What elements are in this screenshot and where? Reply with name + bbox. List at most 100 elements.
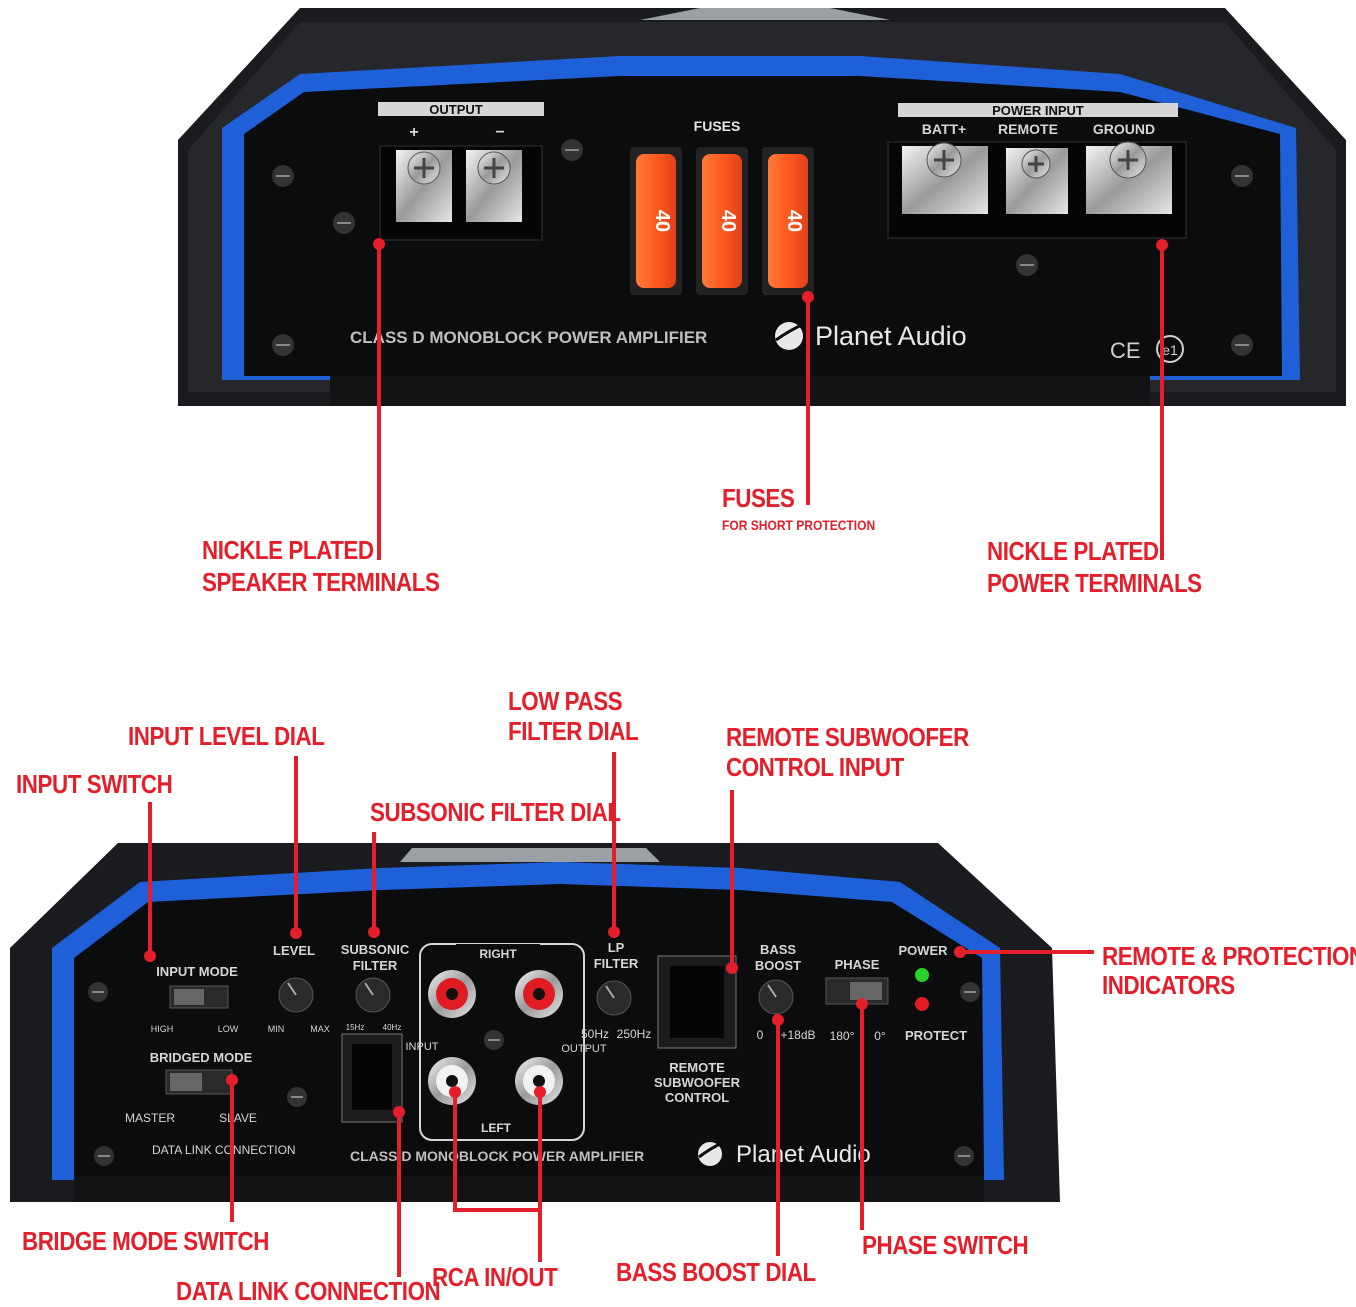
planet-audio-logo-icon [775,322,805,350]
callout-indicators-line2: INDICATORS [1102,970,1235,1000]
positive-terminal-label: + [409,124,418,141]
callout-bass-boost-dial: BASS BOOST DIAL [616,1257,816,1287]
callout-indicators: REMOTE & PROTECTION INDICATORS [1102,942,1356,1000]
callout-fuses-sub: FOR SHORT PROTECTION [722,517,876,533]
power-led-icon [915,968,929,982]
screw-icon [1231,334,1253,356]
model-text: CLASS D MONOBLOCK POWER AMPLIFIER [350,328,707,347]
subsonic-dial-pointer [364,982,374,996]
bottom-amplifier-panel: INPUT MODE HIGH LOW BRIDGED MODE MASTER … [10,843,1060,1202]
subsonic-label-line2: FILTER [353,958,398,973]
screw-icon [1231,165,1253,187]
planet-audio-logo-icon [698,1141,723,1166]
screw-icon [333,212,355,234]
phase-switch-knob[interactable] [850,982,882,1000]
callout-speaker-terminals-line1: NICKLE PLATED [202,535,374,565]
level-min-label: MIN [268,1024,285,1034]
screw-icon [272,334,294,356]
screw-icon [88,982,108,1002]
screw-icon [484,1030,504,1050]
remote-label: REMOTE [998,121,1058,137]
fuse-rating: 40 [651,210,673,232]
brand-name: Planet Audio [815,321,967,351]
callout-dot [608,926,620,938]
callout-bridge-mode-switch: BRIDGE MODE SWITCH [22,1226,269,1256]
callout-subsonic-dial: SUBSONIC FILTER DIAL [370,797,621,827]
fuses-label: FUSES [694,118,741,134]
lp-250-label: 250Hz [617,1027,652,1041]
callout-fuses: FUSES [722,483,795,513]
bottom-model-text: CLASS D MONOBLOCK POWER AMPLIFIER [350,1148,644,1164]
rca-right-label: RIGHT [479,947,517,961]
callout-dot [954,946,966,958]
remote-port-socket [670,966,724,1038]
lp-50-label: 50Hz [581,1027,609,1041]
power-input-label: POWER INPUT [992,103,1084,118]
callout-remote-sub-line1: REMOTE SUBWOOFER [726,722,969,752]
input-high-label: HIGH [151,1024,174,1034]
input-low-label: LOW [218,1024,239,1034]
output-label: OUTPUT [561,1043,607,1055]
callout-dot [368,926,380,938]
remote-port-label-line1: REMOTE [669,1060,725,1075]
screw-icon [1016,254,1038,276]
callout-dot [449,1086,461,1098]
subsonic-15-label: 15Hz [346,1023,365,1032]
ground-label: GROUND [1093,121,1155,137]
callout-input-switch: INPUT SWITCH [16,769,173,799]
callout-input-level-dial: INPUT LEVEL DIAL [128,721,325,751]
slave-label: SLAVE [219,1111,257,1125]
lp-label-line2: FILTER [594,956,639,971]
rca-jack-right-input[interactable] [428,970,476,1018]
phase-180-label: 180° [830,1029,855,1043]
callout-low-pass-line1: LOW PASS [508,686,623,716]
input-mode-switch-knob[interactable] [174,989,204,1005]
subsonic-40-label: 40Hz [383,1023,402,1032]
callout-dot [393,1106,405,1118]
rca-jack-left-output[interactable] [515,1057,563,1105]
phase-0-label: 0° [874,1029,886,1043]
bottom-brand-name: Planet Audio [736,1141,871,1168]
top-callout-lines [373,238,1168,560]
callout-speaker-terminals: NICKLE PLATED SPEAKER TERMINALS [202,534,440,598]
bridged-mode-label: BRIDGED MODE [150,1050,253,1065]
rca-label-gap [456,944,540,962]
rca-left-label: LEFT [481,1121,512,1135]
callout-power-terminals-line1: NICKLE PLATED [987,536,1159,566]
fuse-rating: 40 [783,210,805,232]
batt-label: BATT+ [922,121,966,137]
phase-label: PHASE [835,957,880,972]
speaker-terminal-negative [466,150,522,222]
power-input-label-plate [898,103,1178,117]
level-dial-pointer [287,982,297,996]
callout-remote-sub-line2: CONTROL INPUT [726,752,904,782]
rca-jack-right-output[interactable] [515,970,563,1018]
e1-mark: e1 [1162,342,1178,358]
screw-icon [954,1146,974,1166]
screw-icon [287,1087,307,1107]
bottom-callout-lines [144,752,1094,1277]
callout-low-pass-line2: FILTER DIAL [508,716,639,746]
callout-indicators-line1: REMOTE & PROTECTION [1102,941,1356,971]
callout-low-pass: LOW PASS FILTER DIAL [508,686,639,746]
remote-port-label-line2: SUBWOOFER [654,1075,741,1090]
rca-label-gap [472,1120,522,1136]
fuse-1: 40 [630,147,682,295]
data-link-port-socket [352,1044,392,1110]
screw-icon [960,982,980,1002]
input-label: INPUT [406,1041,439,1053]
callout-power-terminals: NICKLE PLATED POWER TERMINALS [987,535,1202,599]
screw-icon [94,1146,114,1166]
callout-dot [772,1014,784,1026]
protect-label: PROTECT [905,1028,967,1043]
level-max-label: MAX [310,1024,330,1034]
power-terminal-remote [1006,148,1068,214]
rca-jack-left-input[interactable] [428,1057,476,1105]
ce-mark: CE [1110,338,1141,363]
bridge-mode-switch-knob[interactable] [170,1073,202,1091]
remote-port-label-line3: CONTROL [665,1090,729,1105]
subsonic-label-line1: SUBSONIC [341,942,410,957]
screw-icon [561,139,583,161]
callout-dot [290,927,302,939]
